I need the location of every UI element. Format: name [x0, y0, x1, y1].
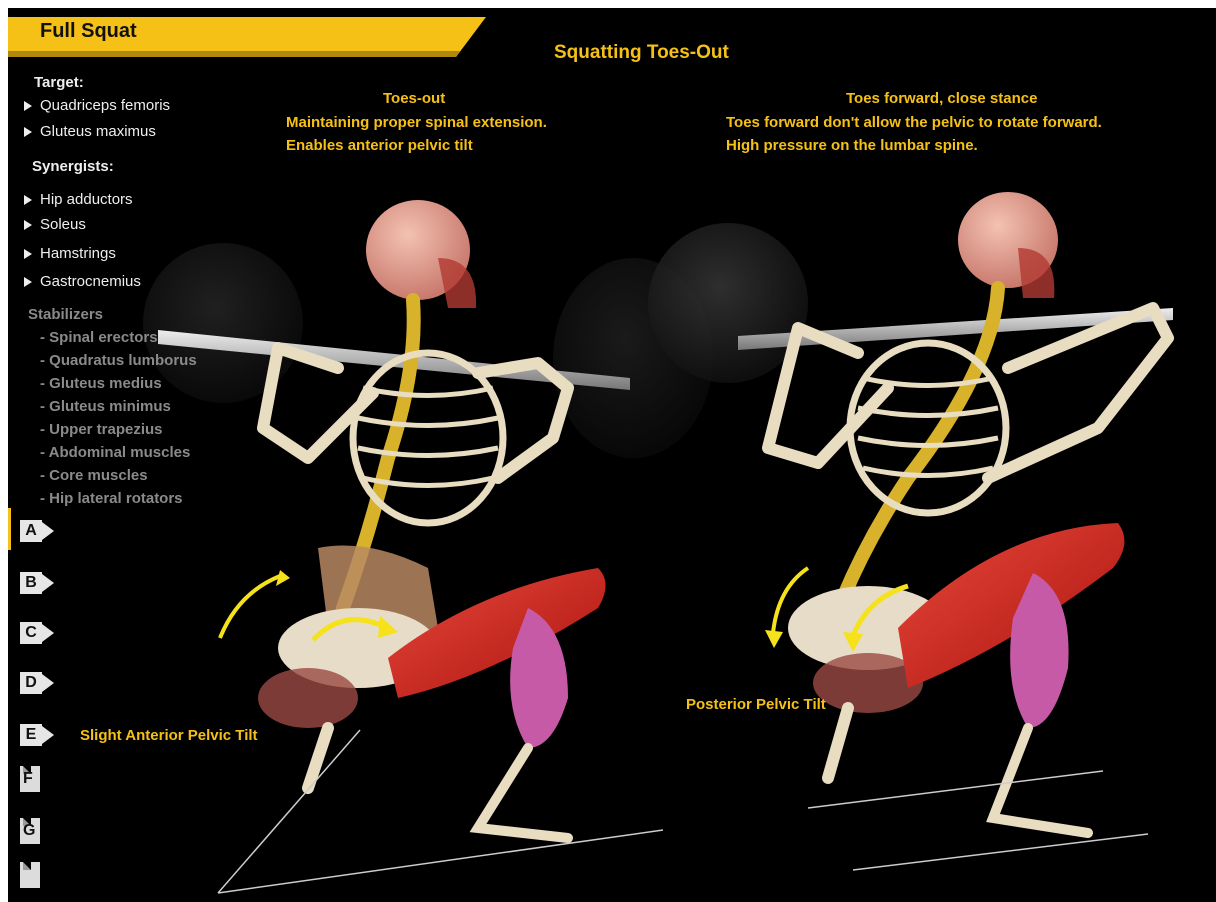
- view-tab-d[interactable]: D: [16, 664, 56, 704]
- target-item[interactable]: Quadriceps femoris: [24, 97, 170, 114]
- page-icon: G: [20, 818, 40, 844]
- right-panel-line: High pressure on the lumbar spine.: [726, 137, 978, 154]
- tab-arrow-icon: [42, 726, 54, 744]
- expand-arrow-icon: [24, 220, 32, 230]
- left-panel-line: Enables anterior pelvic tilt: [286, 137, 473, 154]
- left-figure: [143, 200, 713, 893]
- stabilizer-item: - Gluteus minimus: [40, 398, 171, 415]
- exercise-tab-label[interactable]: Full Squat: [40, 20, 137, 43]
- target-heading: Target:: [34, 74, 84, 91]
- left-pelvic-tilt-label: Slight Anterior Pelvic Tilt: [80, 727, 258, 744]
- tab-arrow-icon: [42, 624, 54, 642]
- stabilizer-item: - Hip lateral rotators: [40, 490, 183, 507]
- page-icon: F: [20, 766, 40, 792]
- synergist-item[interactable]: Hamstrings: [24, 245, 116, 262]
- target-item[interactable]: Gluteus maximus: [24, 123, 156, 140]
- view-tab-e[interactable]: E: [16, 716, 56, 756]
- page-title: Squatting Toes-Out: [554, 42, 729, 64]
- left-panel-line: Maintaining proper spinal extension.: [286, 114, 547, 131]
- stabilizer-item: - Quadratus lumborus: [40, 352, 197, 369]
- left-panel-heading: Toes-out: [383, 90, 445, 107]
- stabilizers-heading: Stabilizers: [28, 306, 103, 323]
- synergist-item[interactable]: Gastrocnemius: [24, 273, 141, 290]
- tab-arrow-icon: [42, 522, 54, 540]
- stabilizer-item: - Core muscles: [40, 467, 148, 484]
- right-panel-heading: Toes forward, close stance: [846, 90, 1037, 107]
- right-panel-line: Toes forward don't allow the pelvic to r…: [726, 114, 1102, 131]
- stabilizer-item: - Gluteus medius: [40, 375, 162, 392]
- right-figure: [648, 192, 1173, 870]
- right-pelvic-tilt-label: Posterior Pelvic Tilt: [686, 696, 826, 713]
- tab-arrow-icon: [42, 674, 54, 692]
- selected-tab-indicator: [8, 508, 11, 550]
- stabilizer-item: - Abdominal muscles: [40, 444, 190, 461]
- stabilizer-item: - Upper trapezius: [40, 421, 163, 438]
- view-tab-a[interactable]: A: [16, 512, 56, 552]
- view-tab-f[interactable]: F: [16, 760, 56, 800]
- expand-arrow-icon: [24, 249, 32, 259]
- view-tab-g[interactable]: G: [16, 812, 56, 852]
- expand-arrow-icon: [24, 101, 32, 111]
- synergist-item[interactable]: Soleus: [24, 216, 86, 233]
- page-icon: [20, 862, 40, 888]
- synergists-heading: Synergists:: [32, 158, 114, 175]
- expand-arrow-icon: [24, 195, 32, 205]
- view-tab-c[interactable]: C: [16, 614, 56, 654]
- view-tab-page[interactable]: [16, 856, 56, 896]
- expand-arrow-icon: [24, 127, 32, 137]
- stabilizer-item: - Spinal erectors: [40, 329, 158, 346]
- exercise-viewer: Full Squat Squatting Toes-Out Target: Qu…: [8, 8, 1216, 902]
- synergist-item[interactable]: Hip adductors: [24, 191, 133, 208]
- view-tab-b[interactable]: B: [16, 564, 56, 604]
- expand-arrow-icon: [24, 277, 32, 287]
- tab-arrow-icon: [42, 574, 54, 592]
